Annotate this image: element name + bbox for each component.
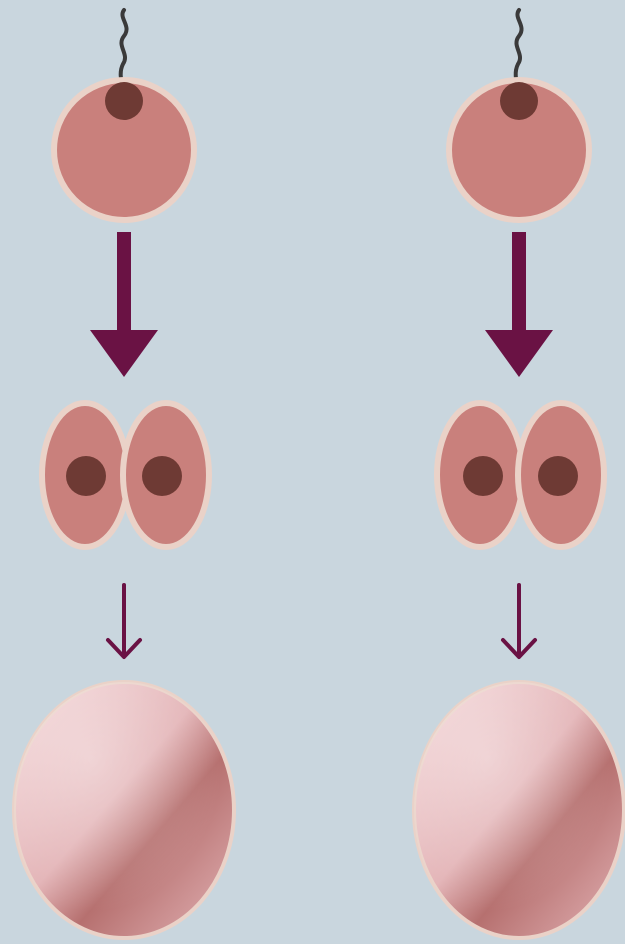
sperm-tail-icon	[121, 10, 127, 88]
blastocyst-highlight	[414, 682, 624, 938]
arrow-down-large-icon	[90, 232, 158, 377]
column-left	[14, 10, 234, 938]
nucleus-icon	[142, 456, 182, 496]
two-cell-embryo-icon	[42, 403, 209, 547]
arrow-down-large-icon	[485, 232, 553, 377]
nucleus-icon	[105, 82, 143, 120]
arrow-down-small-icon	[503, 585, 535, 657]
nucleus-icon	[538, 456, 578, 496]
two-cell-embryo-icon	[437, 403, 604, 547]
sperm-tail-icon	[516, 10, 522, 88]
blastocyst-highlight	[14, 682, 234, 938]
nucleus-icon	[66, 456, 106, 496]
column-right	[414, 10, 624, 938]
nucleus-icon	[463, 456, 503, 496]
arrow-down-small-icon	[108, 585, 140, 657]
nucleus-icon	[500, 82, 538, 120]
